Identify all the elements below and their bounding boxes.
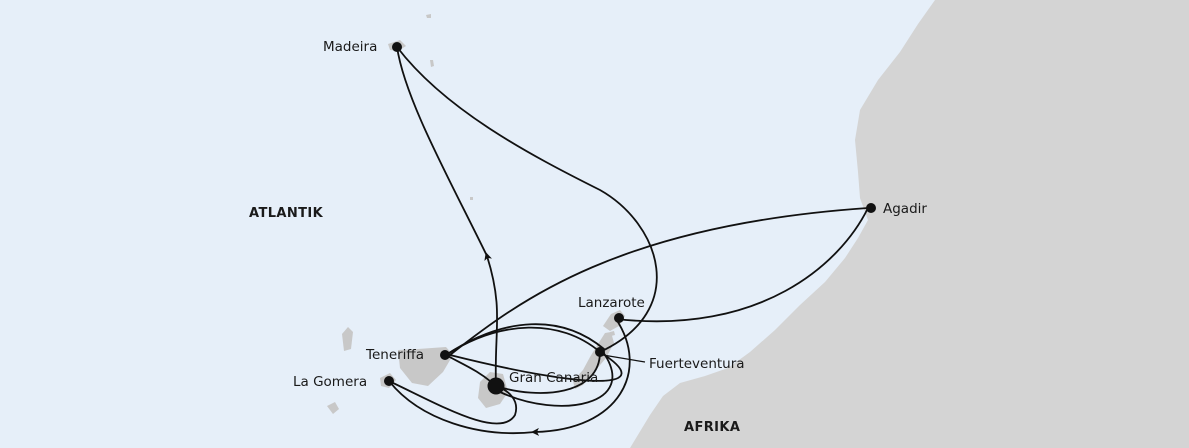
port-label-gran-canaria[interactable]: Gran Canaria (509, 370, 599, 386)
port-label-lanzarote[interactable]: Lanzarote (578, 295, 645, 311)
port-marker-lanzarote[interactable] (614, 313, 624, 323)
port-marker-gran-canaria[interactable] (487, 377, 505, 395)
port-marker-fuerteventura[interactable] (595, 347, 605, 357)
island-el-hierro (327, 402, 339, 414)
island-fuerteventura (573, 332, 614, 389)
island-la-palma (342, 327, 353, 351)
region-label-continent: AFRIKA (684, 420, 741, 435)
route-gran-canaria-fuerteventura (495, 351, 601, 394)
africa-landmass (630, 0, 1189, 448)
region-label-ocean: ATLANTIK (249, 206, 324, 221)
island-selvagens (470, 197, 473, 200)
port-marker-madeira[interactable] (392, 42, 402, 52)
port-marker-teneriffa[interactable] (440, 350, 450, 360)
port-markers (384, 42, 876, 395)
route-madeira-fuerteventura (396, 46, 658, 353)
port-label-agadir[interactable]: Agadir (883, 201, 927, 217)
island-tenerife (398, 347, 453, 386)
port-label-teneriffa[interactable]: Teneriffa (366, 347, 424, 363)
port-label-fuerteventura[interactable]: Fuerteventura (649, 356, 745, 372)
route-gran-canaria-fuerteventura-2 (499, 351, 614, 407)
route-south-to-la-gomera (388, 380, 536, 434)
fuerteventura-leader-line (602, 354, 646, 363)
route-madeira-south (396, 46, 488, 257)
islands (327, 14, 625, 414)
port-marker-agadir[interactable] (866, 203, 876, 213)
route-la-gomera-gran-canaria (388, 380, 518, 425)
route-agadir-lanzarote (615, 207, 869, 323)
port-label-la-gomera[interactable]: La Gomera (293, 374, 368, 390)
port-marker-la-gomera[interactable] (384, 376, 394, 386)
port-label-madeira[interactable]: Madeira (323, 39, 378, 55)
island-lobos (610, 331, 615, 336)
island-porto-santo (426, 14, 431, 18)
island-desertas (430, 60, 434, 67)
route-lanzarote-gran-canaria (531, 318, 631, 436)
route-tenerife-fuerteventura-2 (445, 323, 605, 356)
